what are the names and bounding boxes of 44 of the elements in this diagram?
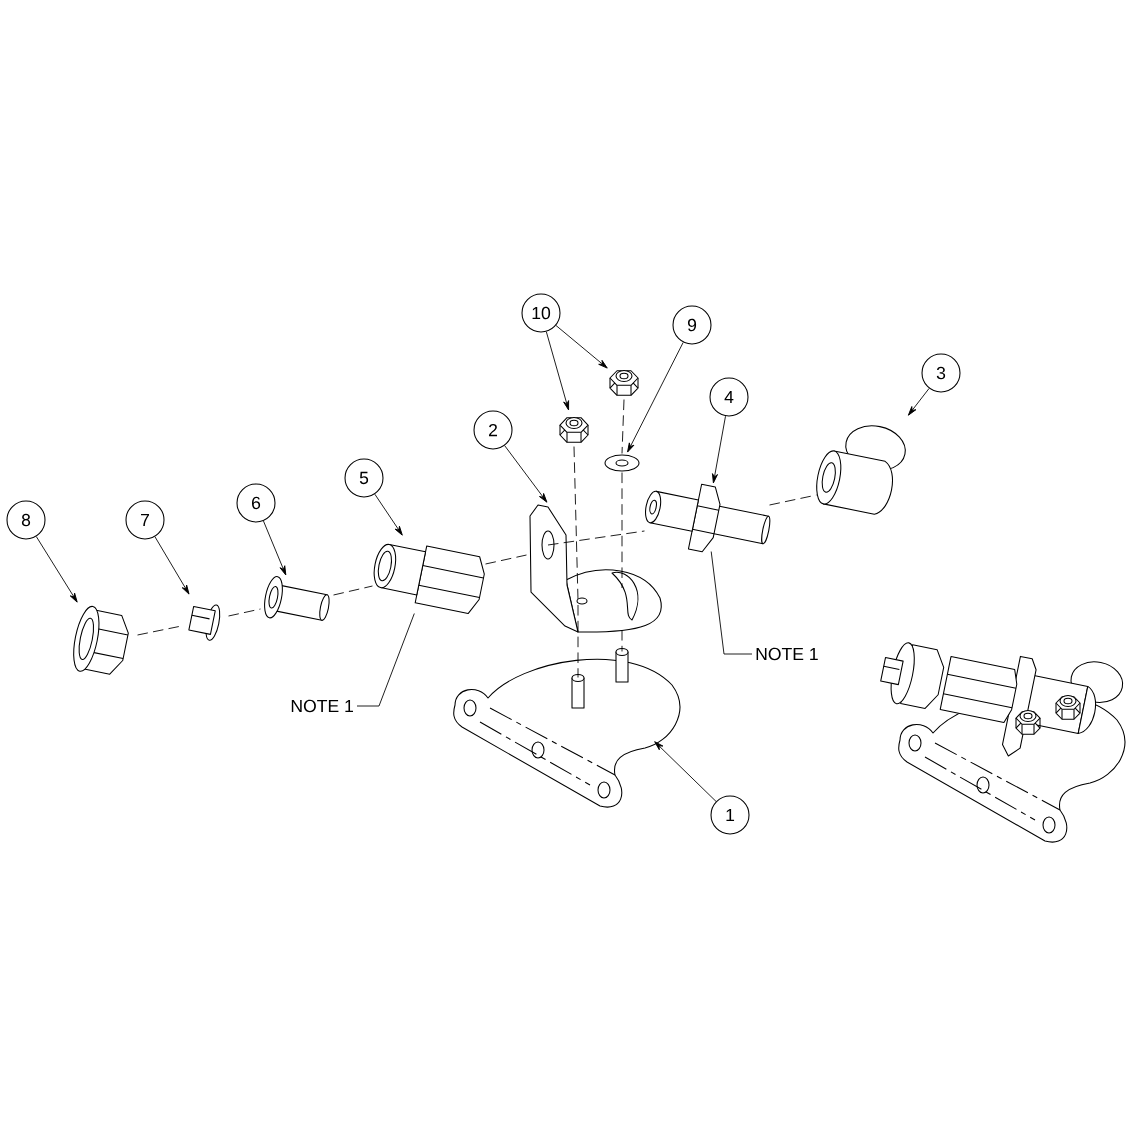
callout-number: 2 bbox=[473, 410, 513, 450]
arrow bbox=[654, 741, 717, 802]
callout-number: 10 bbox=[521, 293, 561, 333]
washer-drawing bbox=[604, 454, 640, 472]
arrow bbox=[545, 331, 570, 411]
arrow bbox=[263, 520, 287, 576]
arrow bbox=[504, 445, 548, 503]
assembly-line bbox=[573, 446, 579, 601]
arrow bbox=[35, 536, 78, 603]
bracket-drawing bbox=[529, 504, 662, 633]
insert-drawing bbox=[188, 604, 221, 641]
base-plate-drawing bbox=[453, 648, 681, 808]
assembly-line bbox=[769, 494, 817, 506]
assembly-line bbox=[547, 530, 645, 546]
callout-number: 7 bbox=[125, 500, 165, 540]
callout-number: 8 bbox=[6, 500, 46, 540]
note-label: NOTE 1 bbox=[291, 699, 353, 713]
assembly-line bbox=[333, 585, 373, 596]
callout-number: 6 bbox=[236, 483, 276, 523]
arrow bbox=[627, 342, 684, 453]
assembly-line bbox=[228, 608, 261, 617]
assembly-line bbox=[621, 472, 623, 589]
leader-line bbox=[710, 551, 753, 655]
arrow bbox=[374, 493, 403, 536]
callout-number: 3 bbox=[921, 353, 961, 393]
coupling-drawing bbox=[373, 543, 485, 615]
callout-number: 4 bbox=[709, 377, 749, 417]
arrow bbox=[712, 415, 726, 484]
callout-number: 1 bbox=[710, 795, 750, 835]
arrow bbox=[154, 536, 190, 595]
callout-number: 9 bbox=[672, 305, 712, 345]
fitting-drawing bbox=[645, 483, 771, 553]
lock-nut-drawing bbox=[609, 370, 639, 396]
note-label: NOTE 1 bbox=[756, 647, 818, 661]
sleeve-drawing bbox=[264, 576, 330, 621]
arrow bbox=[555, 325, 608, 369]
nut-drawing bbox=[73, 605, 129, 675]
assembly-line bbox=[485, 554, 527, 565]
leader-line bbox=[356, 613, 415, 707]
assembly-line bbox=[621, 629, 623, 652]
callout-number: 5 bbox=[344, 458, 384, 498]
lock-nut-drawing bbox=[559, 417, 589, 443]
elbow-fitting-drawing bbox=[816, 425, 906, 515]
arrow bbox=[907, 388, 930, 416]
